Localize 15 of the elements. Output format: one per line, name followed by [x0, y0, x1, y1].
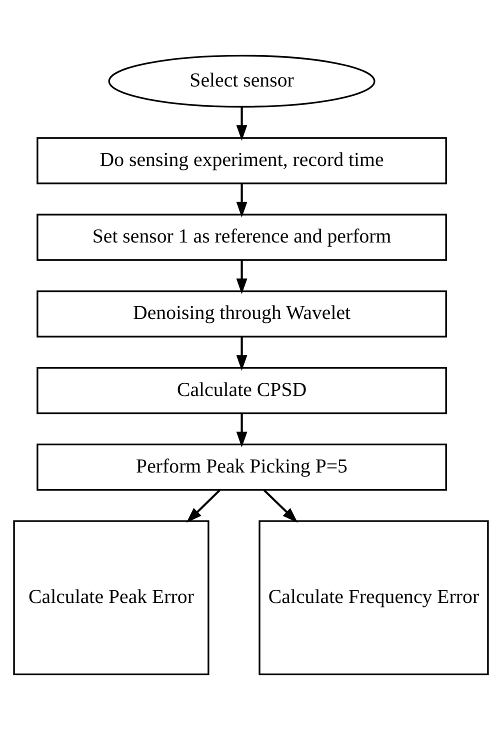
node-box: Do sensing experiment, record time	[36, 136, 447, 184]
node-box: Calculate CPSD	[36, 366, 447, 414]
node-box: Calculate Peak Error	[13, 520, 210, 675]
arrow	[186, 488, 220, 522]
arrow	[236, 336, 248, 370]
node-box: Denoising through Wavelet	[36, 290, 447, 337]
arrow	[236, 412, 248, 447]
node-ellipse: Select sensor	[108, 54, 376, 108]
node-box: Calculate Frequency Error	[258, 520, 489, 675]
arrow	[236, 182, 248, 218]
node-box: Set sensor 1 as reference and perform	[36, 213, 447, 260]
arrow	[236, 260, 248, 294]
arrow	[236, 106, 248, 140]
node-box: Perform Peak Picking P=5	[36, 443, 447, 490]
arrow	[263, 488, 298, 522]
